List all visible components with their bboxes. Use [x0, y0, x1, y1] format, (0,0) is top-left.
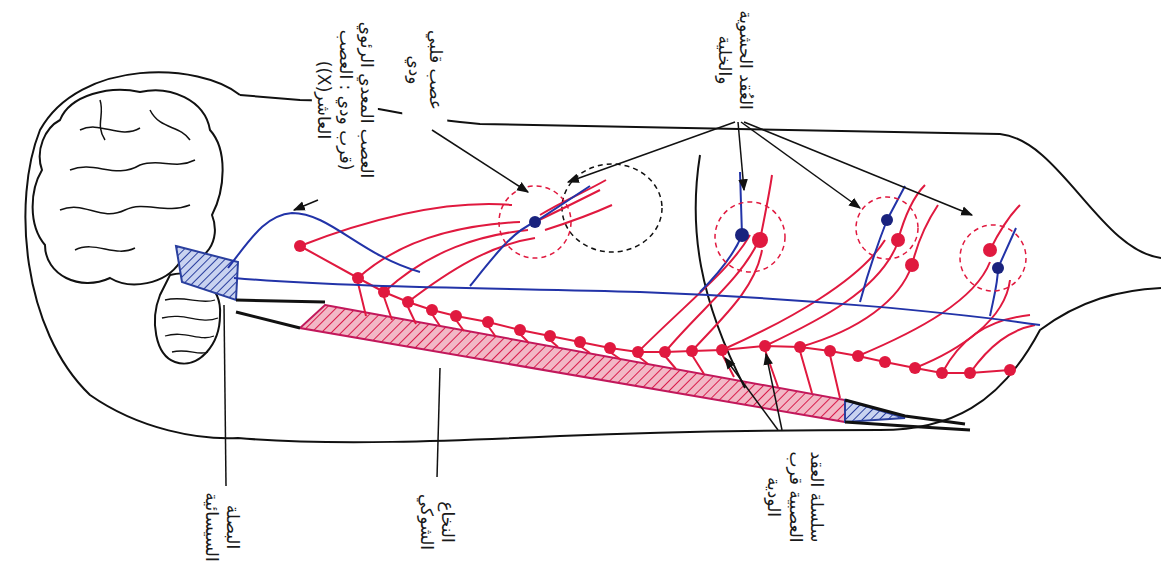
sympathetic-ganglia [450, 310, 462, 322]
sympathetic-ganglia [352, 272, 364, 284]
cerebellum [162, 299, 218, 354]
leader-line [294, 200, 318, 210]
parasympathetic-ganglia [529, 214, 1004, 274]
leader-line [568, 122, 735, 182]
sympathetic-ganglia [686, 345, 698, 357]
sympathetic-ganglia [852, 350, 864, 362]
sympathetic-ganglia [294, 232, 1016, 379]
sympathetic-ganglia [716, 344, 728, 356]
leader-line [224, 305, 226, 486]
parasympathetic-ganglia [735, 228, 749, 242]
parasympathetic-fibres [234, 278, 1040, 325]
parasympathetic-ganglia [992, 262, 1004, 274]
body-outline [25, 72, 1161, 442]
leader-line [766, 354, 782, 430]
ganglion-region [715, 202, 785, 272]
sympathetic-ganglia [378, 286, 390, 298]
part-label: العُقد الحشوية والخلية [713, 5, 758, 115]
sympathetic-ganglia [759, 340, 771, 352]
sympathetic-ganglia [426, 304, 438, 316]
sympathetic-ganglia [514, 324, 526, 336]
sympathetic-ganglia [891, 233, 905, 247]
ganglion-region [499, 186, 1026, 291]
medulla-oblongata [176, 246, 238, 300]
part-label: عصب قلبي ودي [403, 15, 448, 125]
sympathetic-ganglia [752, 232, 768, 248]
sympathetic-ganglia [936, 367, 948, 379]
parasympathetic-ganglia [529, 216, 541, 228]
ganglion-region [856, 197, 918, 259]
brain [60, 100, 195, 251]
medulla-oblongata [176, 246, 238, 300]
sympathetic-ganglia [964, 367, 976, 379]
leader-line [744, 122, 972, 215]
sympathetic-ganglia [632, 346, 644, 358]
sympathetic-fibres [942, 315, 1035, 373]
body-outline [25, 72, 1161, 442]
sympathetic-ganglia [983, 243, 997, 257]
parasympathetic-fibres [470, 186, 590, 286]
leader-line [741, 122, 860, 208]
sympathetic-ganglia [294, 240, 306, 252]
parasympathetic-ganglia [881, 214, 893, 226]
sympathetic-ganglia [544, 330, 556, 342]
part-label: النخاع الشوكي [415, 477, 460, 567]
spinal-cord [236, 300, 970, 430]
parasympathetic-fibres [990, 228, 1016, 316]
sympathetic-ganglia [574, 336, 586, 348]
sympathetic-ganglia [659, 346, 671, 358]
ganglion-region [499, 186, 571, 258]
sympathetic-ganglia [824, 345, 836, 357]
part-label: العصب المعدي الرئوي (قرب ودي : العصب الع… [312, 5, 378, 195]
part-label: سلسلة العقد العصبية قرب الودية [762, 432, 828, 562]
leader-line [725, 358, 778, 430]
sympathetic-ganglia [794, 341, 806, 353]
sympathetic-ganglia [879, 356, 891, 368]
sympathetic-fibres [722, 185, 925, 350]
parasympathetic-fibres [860, 186, 905, 302]
leader-line [437, 368, 440, 478]
sympathetic-ganglia [482, 316, 494, 328]
sympathetic-ganglia [905, 258, 919, 272]
spinal-cord [300, 305, 845, 422]
leader-line [432, 130, 528, 192]
sympathetic-ganglia [604, 342, 616, 354]
body-outline [240, 95, 1161, 258]
sympathetic-ganglia [1004, 364, 1016, 376]
heart-outline [562, 164, 662, 252]
ganglion-region [960, 225, 1026, 291]
heart-outline [562, 164, 662, 252]
leader-line [738, 122, 744, 190]
sympathetic-ganglia [402, 296, 414, 308]
sympathetic-fibres [800, 205, 1020, 368]
sympathetic-ganglia [909, 362, 921, 374]
spinal-cord [236, 300, 970, 430]
parasympathetic-fibres [228, 213, 420, 272]
part-label: البصلة السيسائية [200, 487, 245, 567]
sympathetic-fibres [358, 283, 840, 398]
